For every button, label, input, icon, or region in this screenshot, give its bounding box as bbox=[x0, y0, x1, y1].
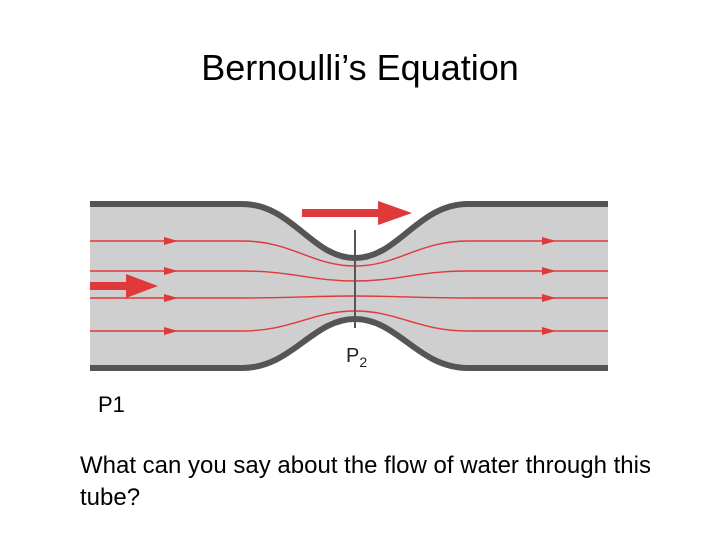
streamline-arrowhead bbox=[164, 267, 178, 275]
slide-title: Bernoulli’s Equation bbox=[201, 47, 519, 88]
p1-label: P1 bbox=[98, 392, 125, 417]
inlet-flow-arrow bbox=[90, 274, 158, 298]
venturi-tube-diagram: P2 bbox=[90, 201, 608, 371]
streamline-arrowhead bbox=[164, 327, 178, 335]
p2-label: P2 bbox=[346, 345, 367, 370]
streamline-arrowhead bbox=[164, 294, 178, 302]
tube-fluid bbox=[90, 204, 608, 368]
streamline-arrowhead bbox=[542, 267, 556, 275]
p2-label-main: P bbox=[346, 345, 359, 367]
question-text: What can you say about the flow of water… bbox=[80, 452, 651, 511]
streamline-arrowhead bbox=[542, 327, 556, 335]
streamline-arrowhead bbox=[164, 237, 178, 245]
throat-flow-arrow bbox=[302, 201, 412, 225]
streamline-arrowhead bbox=[542, 294, 556, 302]
p2-label-sub: 2 bbox=[359, 354, 367, 370]
streamline-arrowhead bbox=[542, 237, 556, 245]
